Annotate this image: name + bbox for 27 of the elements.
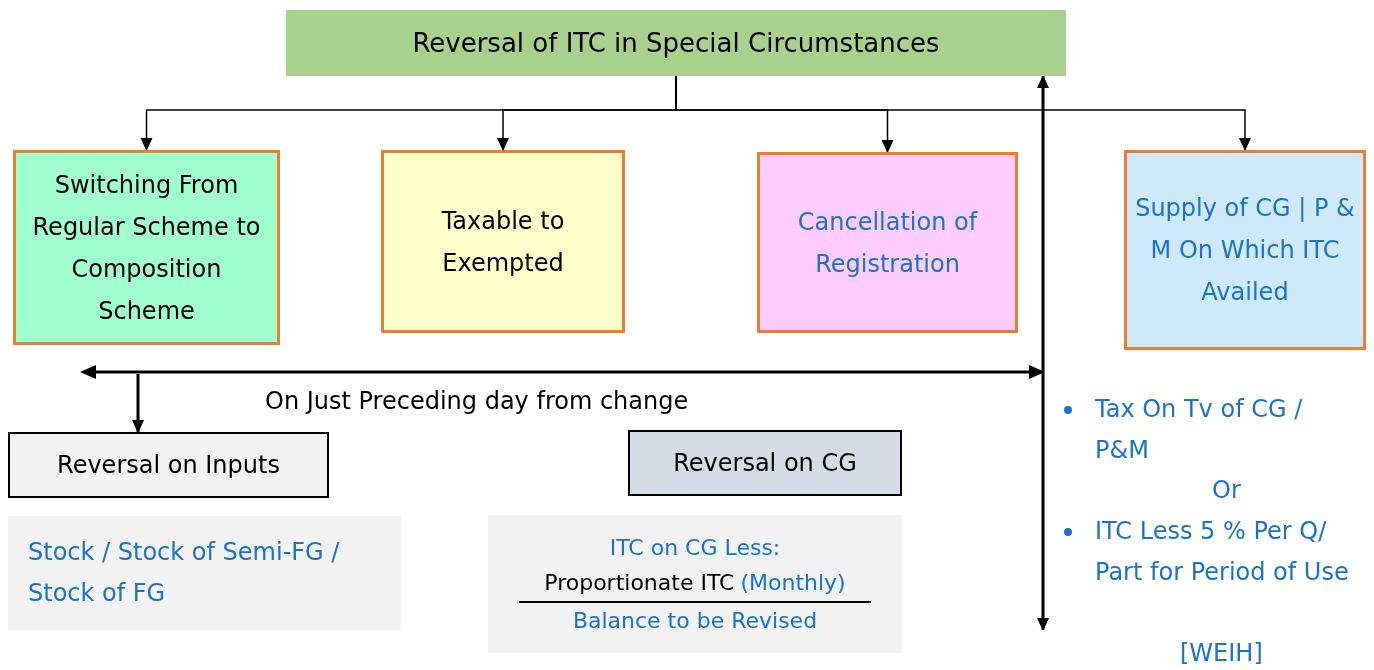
category-box [13, 150, 280, 345]
box-text: Stock / Stock of Semi-FG / Stock of FG [28, 537, 341, 609]
note-text: Balance to be Revised [572, 606, 818, 635]
arrow [1037, 75, 1049, 631]
note-text: Or [1212, 475, 1242, 506]
note-text: [WEIH] [1180, 638, 1264, 669]
note-box [488, 515, 902, 653]
category-box [381, 150, 625, 333]
caption-text: On Just Preceding day from change [265, 386, 690, 417]
process-box [8, 432, 329, 498]
box-text: Supply of CG | P & M On Which ITC Availed [1135, 193, 1355, 308]
box-text: Reversal on CG [673, 448, 857, 479]
box-text: Switching From Regular Scheme to Composition Scheme [31, 169, 262, 327]
note-text: Tax On Tv of CG / P&M [1095, 394, 1304, 466]
note-text: ITC Less 5 % Per Q/ Part for Period of Use [1095, 516, 1350, 588]
note-text: Proportionate ITC [544, 569, 735, 598]
box-text: Cancellation of Registration [796, 206, 979, 280]
category-box [1124, 150, 1366, 350]
box-text: Reversal on Inputs [57, 450, 280, 481]
note-text: ITC on CG Less: [609, 534, 781, 563]
title-text: Reversal of ITC in Special Circumstances [412, 26, 940, 60]
category-box [757, 152, 1018, 333]
title-box [286, 10, 1066, 76]
arrow [132, 374, 144, 433]
box-text: Taxable to Exempted [440, 205, 566, 279]
note-text: (Monthly) [740, 569, 846, 598]
process-box [628, 430, 902, 496]
